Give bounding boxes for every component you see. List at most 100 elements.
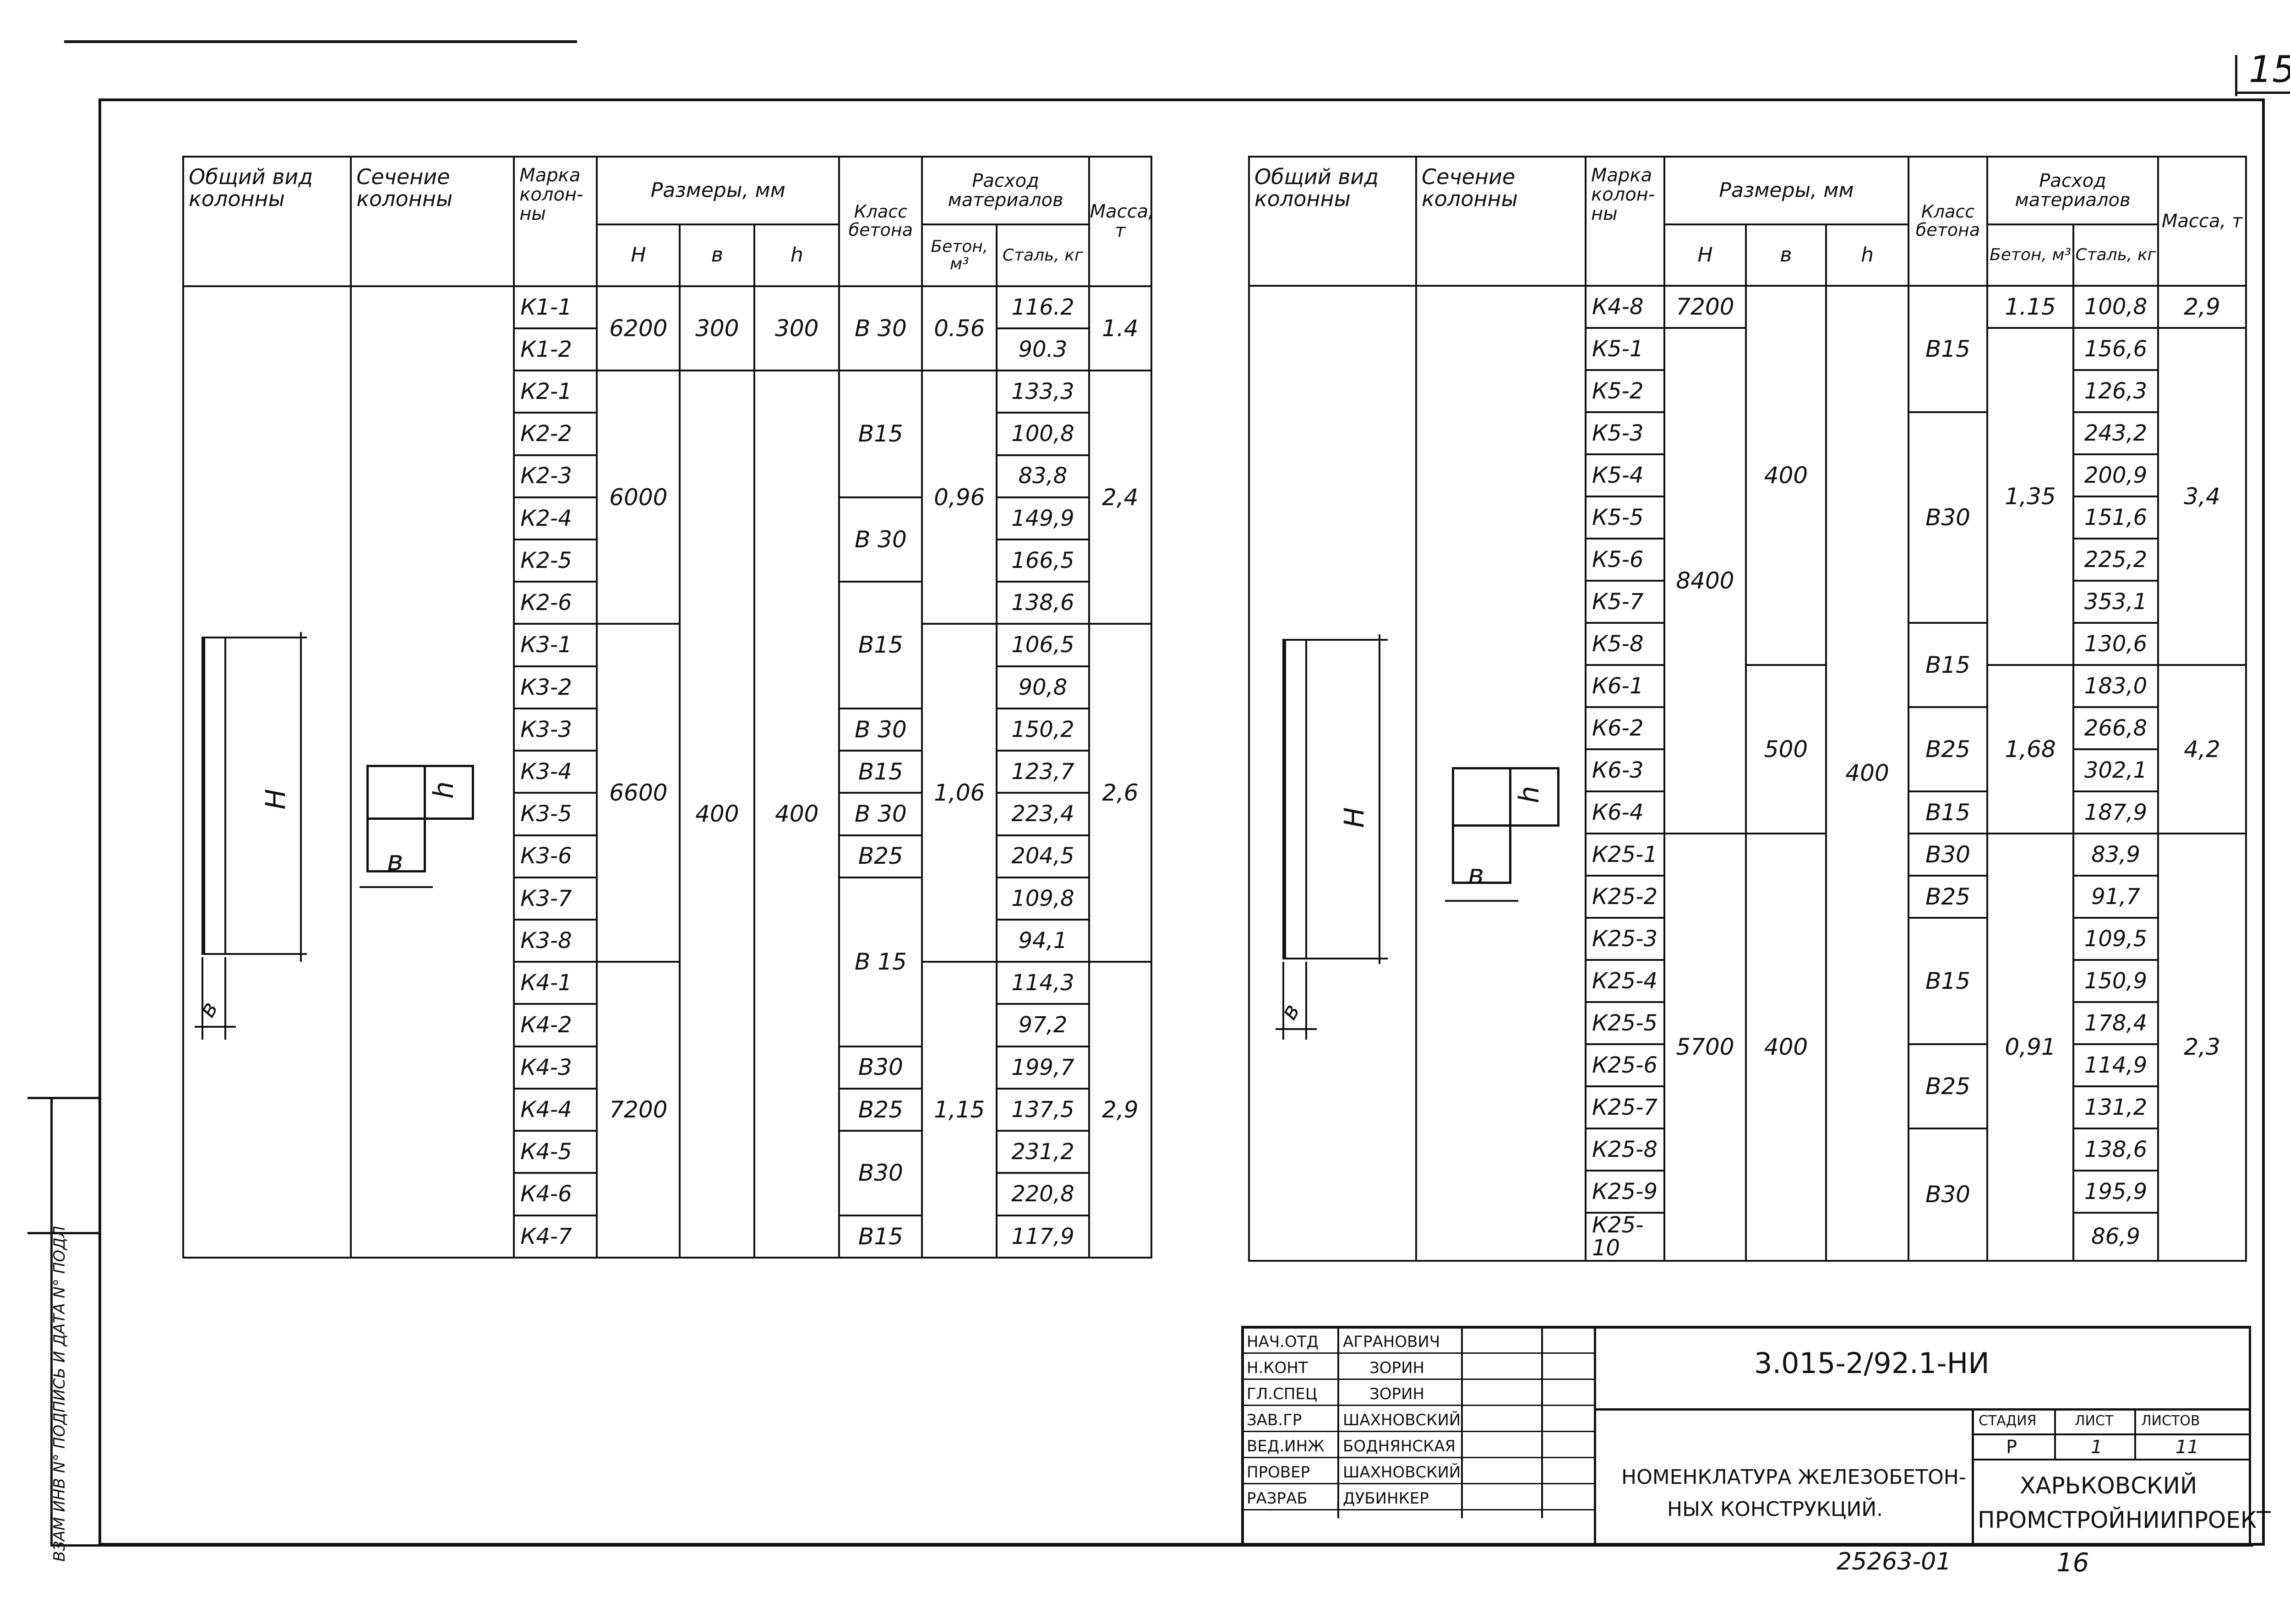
class-value: В15 [1908,285,1989,413]
steel-value: 94,1 [996,918,1090,963]
class-value: В25 [838,1087,923,1132]
steel-value: 266,8 [2072,706,2159,750]
class-value: В 30 [838,496,923,583]
mark: К3-5 [513,792,598,836]
name-2: ЗОРИН [1369,1385,1425,1403]
steel-value: 138,6 [996,581,1090,625]
steel-value: 109,5 [2072,917,2159,961]
steel-value: 126,3 [2072,369,2159,413]
mass-value: 1.4 [1088,285,1153,372]
mark: К25-4 [1585,959,1665,1003]
steel-value: 100,8 [996,412,1090,456]
steel-value: 83,9 [2072,833,2159,877]
name-0: АГРАНОВИЧ [1343,1333,1440,1351]
steel-value: 225,2 [2072,538,2159,582]
hdr-general-view: Общий вид колонны [182,156,352,287]
width-label: в [387,845,403,877]
l-value: 300 [753,285,840,372]
mark: К4-4 [513,1087,598,1132]
steel-value: 116.2 [996,285,1090,329]
archive-number: 25263-01 [1837,1548,1952,1575]
hdr-class: Класс бетона [838,156,923,287]
role-3: ЗАВ.ГР [1247,1411,1302,1429]
hdr-sizes: Размеры, мм [1663,156,1910,225]
class-value: В30 [1908,1128,1989,1262]
mark: К3-7 [513,876,598,921]
concrete-value: 1,06 [921,623,998,963]
class-value: В 30 [838,792,923,836]
title-line-1: НОМЕНКЛАТУРА ЖЕЛЕЗОБЕТОН- [1621,1466,1966,1489]
steel-value: 123,7 [996,750,1090,794]
hdr-sizes: Размеры, мм [596,155,840,226]
steel-value: 150,2 [996,707,1090,752]
page-number: 15 [2249,48,2290,91]
mark: К25-6 [1585,1043,1665,1087]
class-value: В30 [1908,411,1989,624]
mark: К25-3 [1585,917,1665,961]
b-value: 300 [679,285,756,372]
steel-value: 138,6 [2072,1128,2159,1172]
general-view-cell [182,285,352,1259]
mark: К5-1 [1585,327,1665,371]
steel-value: 97,2 [996,1003,1090,1047]
class-value: В15 [1908,790,1989,834]
role-5: ПРОВЕР [1247,1463,1310,1482]
mark: К3-2 [513,665,598,709]
name-1: ЗОРИН [1369,1359,1425,1377]
class-value: В 30 [838,707,923,752]
mark: К25-7 [1585,1085,1665,1129]
concrete-value: 0.56 [921,285,998,372]
mass-value: 4,2 [2157,664,2247,834]
class-value: В15 [838,370,923,498]
h-value: 7200 [1663,285,1747,329]
steel-value: 106,5 [996,623,1090,667]
depth-label: h [428,781,460,799]
mark: К5-7 [1585,580,1665,624]
mark: К3-8 [513,918,598,963]
hdr-concrete: Бетон, м³ [1986,223,2075,287]
mark: К25-5 [1585,1001,1665,1045]
class-value: В15 [838,581,923,709]
role-1: Н.КОНТ [1247,1359,1308,1377]
steel-value: 220,8 [996,1172,1090,1216]
bottom-number: 16 [2056,1548,2089,1578]
sheets-value: 11 [2176,1437,2199,1458]
mark: К4-8 [1585,285,1665,329]
steel-value: 151,6 [2072,496,2159,540]
l-value: 400 [1825,285,1910,1262]
mark: К6-4 [1585,790,1665,834]
top-rule [64,40,577,43]
steel-value: 178,4 [2072,1001,2159,1045]
class-value: В25 [838,834,923,878]
sheet-label: ЛИСТ [2075,1413,2114,1429]
sheets-label: ЛИСТОВ [2141,1413,2200,1429]
height-label: H [260,789,292,810]
mark: К1-2 [513,327,598,372]
mark: К3-1 [513,623,598,667]
class-value: В30 [838,1130,923,1216]
mark: К25-9 [1585,1170,1665,1214]
mass-value: 3,4 [2157,327,2247,666]
hdr-b: в [1745,223,1827,287]
steel-value: 114,9 [2072,1043,2159,1087]
steel-value: 90.3 [996,327,1090,372]
concrete-value: 1.15 [1986,285,2075,329]
h-value: 8400 [1663,327,1747,834]
hdr-class: Класс бетона [1908,156,1989,287]
hdr-steel: Сталь, кг [996,223,1090,287]
steel-value: 195,9 [2072,1170,2159,1214]
steel-value: 243,2 [2072,411,2159,455]
hdr-concrete: Бетон, м³ [921,223,998,287]
class-value: В25 [1908,1043,1989,1129]
steel-value: 302,1 [2072,748,2159,792]
mark: К4-6 [513,1172,598,1216]
class-value: В30 [1908,833,1989,877]
right-spec-table: Общий вид колонны Сечение колонны Марка … [1248,156,2247,1262]
mass-value: 2,9 [2157,285,2247,329]
steel-value: 83,8 [996,454,1090,498]
side-strip-line [50,1099,53,1546]
mark: К2-6 [513,581,598,625]
steel-value: 223,4 [996,792,1090,836]
height-label: H [1338,807,1371,828]
class-value: В15 [838,1214,923,1259]
